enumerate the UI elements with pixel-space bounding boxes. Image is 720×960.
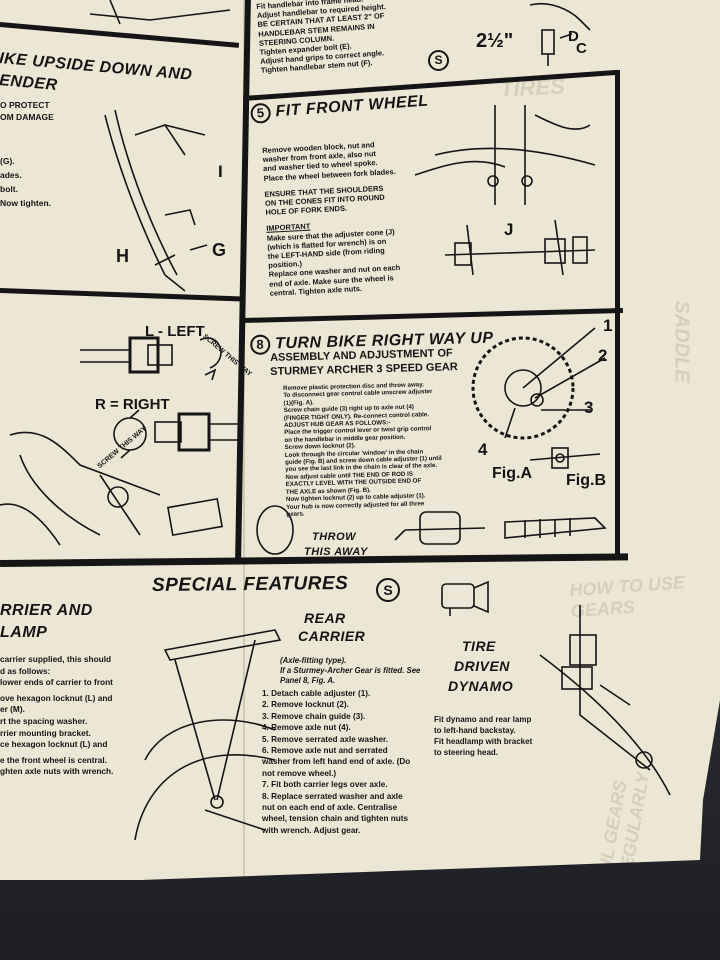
rear-carrier-step: 6. Remove axle nut and serrated — [262, 746, 388, 756]
dynamo-drawing-icon — [539, 605, 671, 796]
fender-line: bolt. — [0, 184, 18, 194]
throw-away-line-2: THIS AWAY — [304, 546, 368, 558]
rear-carrier-intro: If a Sturmey-Archer Gear is fitted. See — [280, 666, 421, 675]
fender-mounting-drawing-icon — [104, 109, 208, 292]
rear-carrier-step: wheel, tension chain and tighten nuts — [262, 814, 409, 824]
dynamo-line: to left-hand backstay. — [434, 726, 516, 735]
stem-label-d: D — [568, 28, 579, 45]
rear-carrier-step: 2. Remove locknut (2). — [262, 700, 349, 710]
rear-carrier-intro: (Axle-fitting type). — [280, 656, 347, 665]
rear-carrier-step: 4. Remove axle nut (4). — [262, 723, 351, 733]
rear-carrier-title-1: REAR — [304, 610, 346, 626]
dynamo-title-3: DYNAMO — [448, 678, 514, 694]
step-number-8: 8 — [250, 334, 271, 355]
right-pedal-drawing-icon — [113, 409, 240, 459]
rear-carrier-title-2: CARRIER — [298, 628, 366, 644]
carrier-lamp-line: ove hexagon locknut (L) and — [0, 692, 113, 703]
stem-drawing-icon — [529, 2, 591, 66]
fender-label-g: G — [212, 240, 227, 260]
special-badge: S — [376, 578, 400, 602]
carrier-lamp-line: rt the spacing washer. — [0, 715, 88, 726]
rear-carrier-step: not remove wheel.) — [262, 768, 337, 778]
controls-drawing-icon — [256, 505, 607, 555]
front-wheel-label-j: J — [504, 220, 514, 239]
rear-carrier-step: 3. Remove chain guide (3). — [262, 711, 366, 721]
rear-carrier-step: washer from left hand end of axle. (Do — [262, 757, 411, 767]
carrier-lamp-line: rrier mounting bracket. — [0, 727, 91, 738]
pedal-left-label: L - LEFT — [145, 323, 205, 340]
fender-line: (G). — [0, 156, 15, 166]
sturmey-s-icon: S — [428, 50, 449, 71]
axle-drawing-icon — [444, 219, 596, 276]
fender-line: Now tighten. — [0, 198, 51, 208]
instruction-sheet: TIRES SADDLE HOW TO USE GEARS OIL GEARS … — [0, 0, 720, 883]
carrier-lamp-title-1: RRIER AND — [0, 602, 93, 619]
throw-away-line-1: THROW — [312, 531, 357, 543]
left-pedal-drawing-icon — [80, 336, 222, 381]
frame-drawing-icon — [89, 0, 231, 25]
rear-carrier-step: nut on each end of axle. Centralise — [262, 803, 398, 813]
dynamo-title-2: DRIVEN — [454, 658, 510, 674]
rear-carrier-intro: Panel 8, Fig. A. — [280, 676, 336, 685]
dynamo-title-1: TIRE — [462, 638, 496, 654]
carrier-lamp-line: ce hexagon locknut (L) and — [0, 739, 108, 750]
rear-carrier-drawing-icon — [134, 629, 282, 841]
step-number-5: 5 — [250, 102, 272, 124]
rear-carrier-step: with wrench. Adjust gear. — [262, 825, 361, 835]
rear-carrier-step: 5. Remove serrated axle washer. — [262, 734, 389, 744]
pedal-right-label: R = RIGHT — [95, 396, 170, 413]
fender-label-i: I — [218, 162, 223, 181]
carrier-lamp-line: er (M). — [0, 704, 25, 715]
dynamo-line: Fit dynamo and rear lamp — [434, 715, 532, 724]
carrier-lamp-line: carrier supplied, this should — [0, 654, 112, 664]
panel-divider-right — [615, 70, 620, 560]
stem-badge: S — [428, 50, 449, 71]
dynamo-line: to steering head. — [434, 748, 499, 757]
callout-3: 3 — [584, 398, 594, 417]
rear-carrier-step: 8. Replace serrated washer and axle — [262, 791, 403, 801]
callout-1: 1 — [603, 316, 613, 335]
rear-carrier-step: 7. Fit both carrier legs over axle. — [262, 780, 388, 790]
crank-drawing-icon — [0, 431, 223, 546]
chain-guide-detail-icon — [529, 447, 601, 469]
fender-label-h: H — [116, 246, 129, 266]
front-wheel-drawing-icon — [414, 105, 596, 205]
headlamp-drawing-icon — [441, 580, 489, 616]
carrier-lamp-line: ghten axle nuts with wrench. — [0, 766, 114, 777]
carrier-lamp-line: d as follows: — [0, 665, 51, 676]
sturmey-s-icon: S — [376, 578, 400, 602]
callout-4: 4 — [478, 440, 488, 459]
carrier-lamp-line: e the front wheel is central. — [0, 754, 107, 765]
stem-label-c: C — [576, 40, 587, 57]
stem-measure: 2½" — [476, 30, 514, 52]
hub-gear-drawing-icon — [471, 327, 606, 440]
carrier-lamp-line: lower ends of carrier to front — [0, 677, 113, 688]
fig-b-label: Fig.B — [566, 472, 606, 489]
fender-line: ades. — [0, 170, 22, 180]
fender-line: O PROTECT — [0, 100, 50, 110]
rear-carrier-step: 1. Detach cable adjuster (1). — [262, 689, 371, 698]
special-features-title: SPECIAL FEATURES — [151, 572, 349, 597]
callout-2: 2 — [598, 346, 608, 365]
fig-a-label: Fig.A — [492, 465, 532, 482]
carrier-lamp-title-2: LAMP — [0, 624, 48, 641]
dynamo-line: Fit headlamp with bracket — [434, 737, 533, 746]
fender-line: OM DAMAGE — [0, 112, 54, 122]
